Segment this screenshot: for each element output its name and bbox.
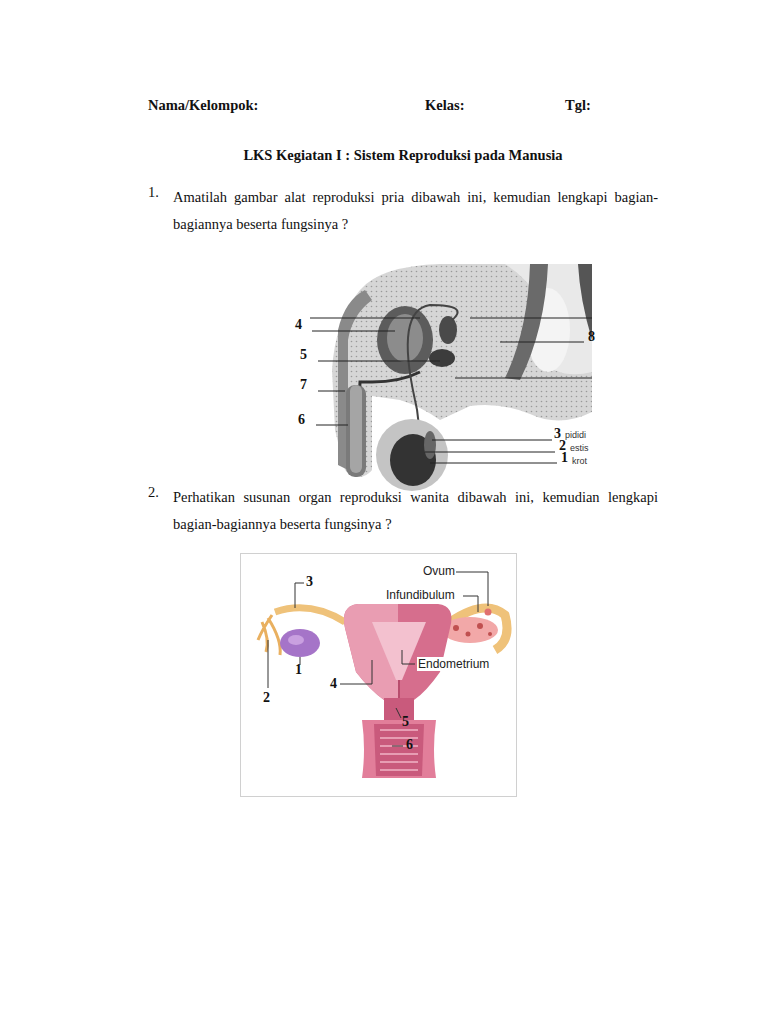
callout-number: 4 — [330, 676, 337, 693]
callout-number: 5 — [300, 347, 307, 364]
callout-number: 6 — [406, 737, 413, 754]
question-text: Amatilah gambar alat reproduksi pria dib… — [173, 184, 658, 238]
header-field: Kelas: — [425, 97, 464, 114]
part-name: Ovum — [422, 564, 456, 578]
question-text: Perhatikan susunan organ reproduksi wani… — [173, 484, 658, 538]
part-name: Endometrium — [417, 657, 490, 671]
male-anatomy — [310, 264, 592, 491]
worksheet-title: LKS Kegiatan I : Sistem Reproduksi pada … — [148, 147, 658, 164]
callout-number: 4 — [295, 317, 302, 334]
female-anatomy — [241, 554, 517, 797]
part-name: krot — [572, 456, 587, 467]
question-number: 1. — [148, 184, 159, 201]
header-field: Nama/Kelompok: — [148, 97, 258, 114]
part-name: estis — [570, 443, 589, 454]
question-number: 2. — [148, 484, 159, 501]
callout-number: 1 — [561, 450, 568, 467]
callout-number: 1 — [295, 662, 302, 679]
part-name: pididi — [565, 430, 586, 441]
callout-number: 2 — [263, 690, 270, 707]
callout-number: 3 — [306, 574, 313, 591]
callout-number: 5 — [402, 714, 409, 731]
header-field: Tgl: — [565, 97, 591, 114]
part-name: Infundibulum — [385, 588, 456, 602]
callout-number: 6 — [298, 412, 305, 429]
callout-number: 7 — [300, 377, 307, 394]
callout-number: 8 — [588, 329, 595, 346]
